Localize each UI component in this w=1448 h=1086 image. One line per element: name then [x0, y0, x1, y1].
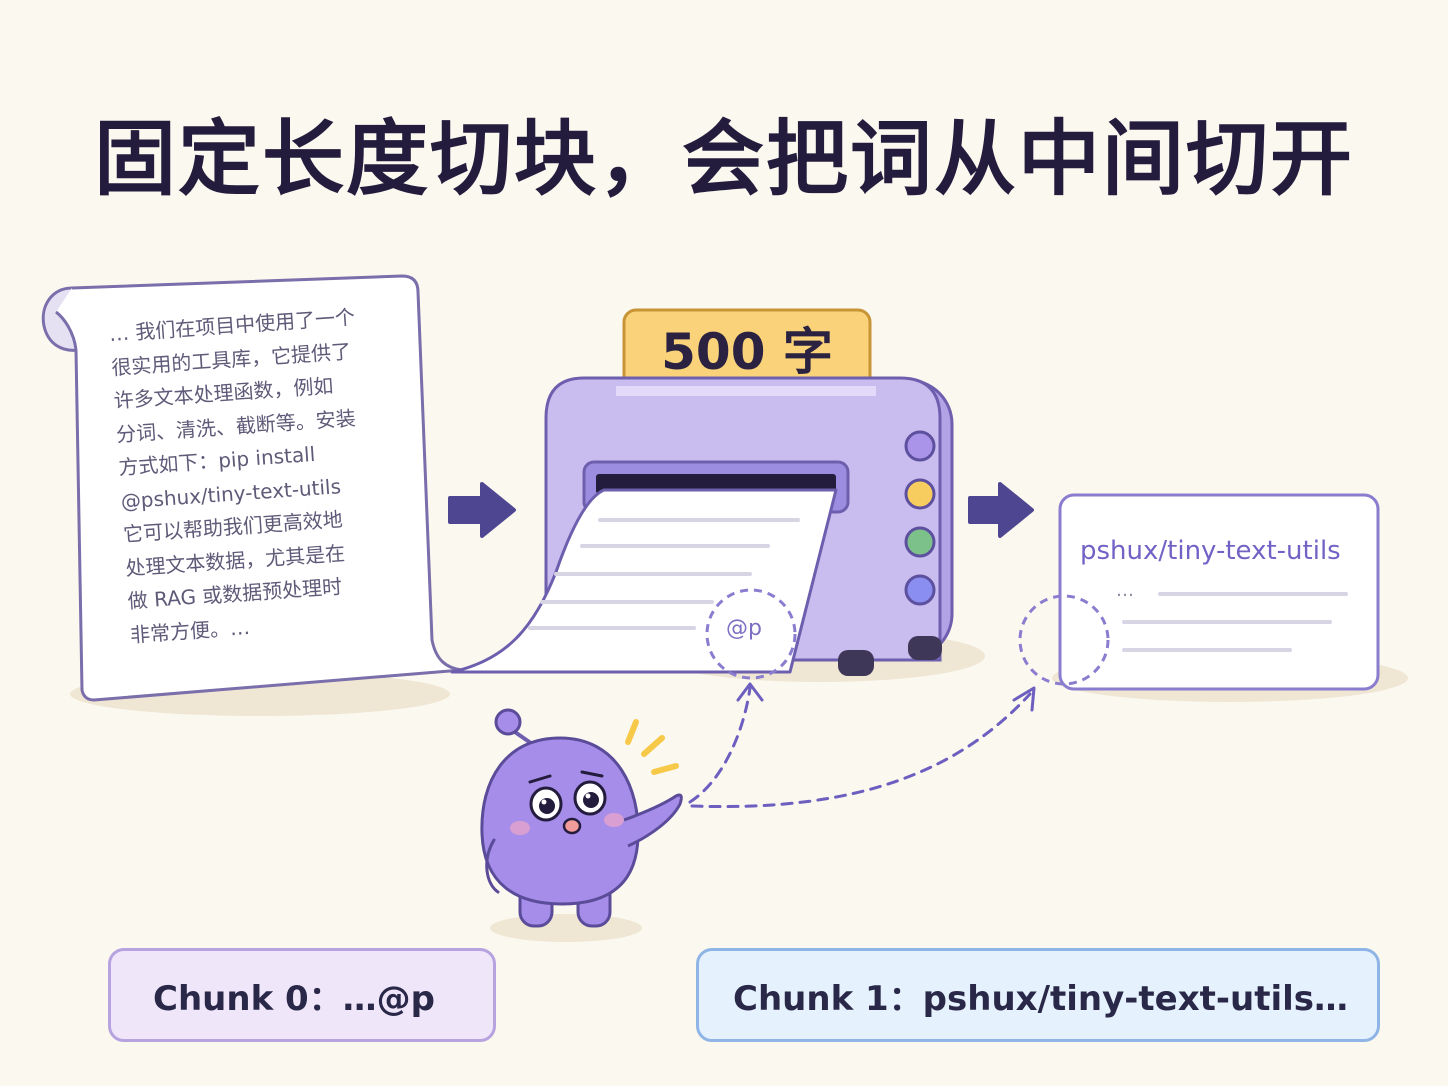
- paper-cut-label: @p: [726, 616, 762, 641]
- machine-knob: [904, 478, 936, 510]
- right-arrow-icon: [448, 482, 516, 538]
- chunk-size-badge: 500 字: [661, 323, 833, 381]
- source-text: … 我们在项目中使用了一个 很实用的工具库，它提供了 许多文本处理函数，例如 分…: [108, 298, 421, 652]
- confused-blob-mascot: [480, 708, 683, 928]
- output-card-ellipsis: …: [1116, 580, 1136, 601]
- mascot-shadow: [490, 914, 642, 942]
- machine-knob: [904, 430, 936, 462]
- source-scroll: [41, 274, 464, 702]
- chunk-1-label: Chunk 1：pshux/tiny-text-utils…: [733, 978, 1349, 1019]
- dashed-arrow-to-card: [690, 692, 1032, 809]
- chunk-0-label: Chunk 0：…@p: [153, 978, 436, 1019]
- machine-knob: [904, 574, 936, 606]
- chunk-0-box: Chunk 0：…@p: [108, 948, 496, 1042]
- dashed-arrow-to-paper: [688, 686, 752, 804]
- page-title: 固定长度切块，会把词从中间切开: [93, 112, 1354, 207]
- output-card: [1018, 493, 1380, 691]
- machine-knob: [904, 526, 936, 558]
- paper-output: [450, 488, 838, 680]
- chunk-1-box: Chunk 1：pshux/tiny-text-utils…: [696, 948, 1380, 1042]
- cut-highlight: [1018, 594, 1110, 686]
- output-card-title: pshux/tiny-text-utils: [1080, 536, 1341, 566]
- cut-highlight: [705, 588, 797, 680]
- right-arrow-icon: [968, 482, 1034, 538]
